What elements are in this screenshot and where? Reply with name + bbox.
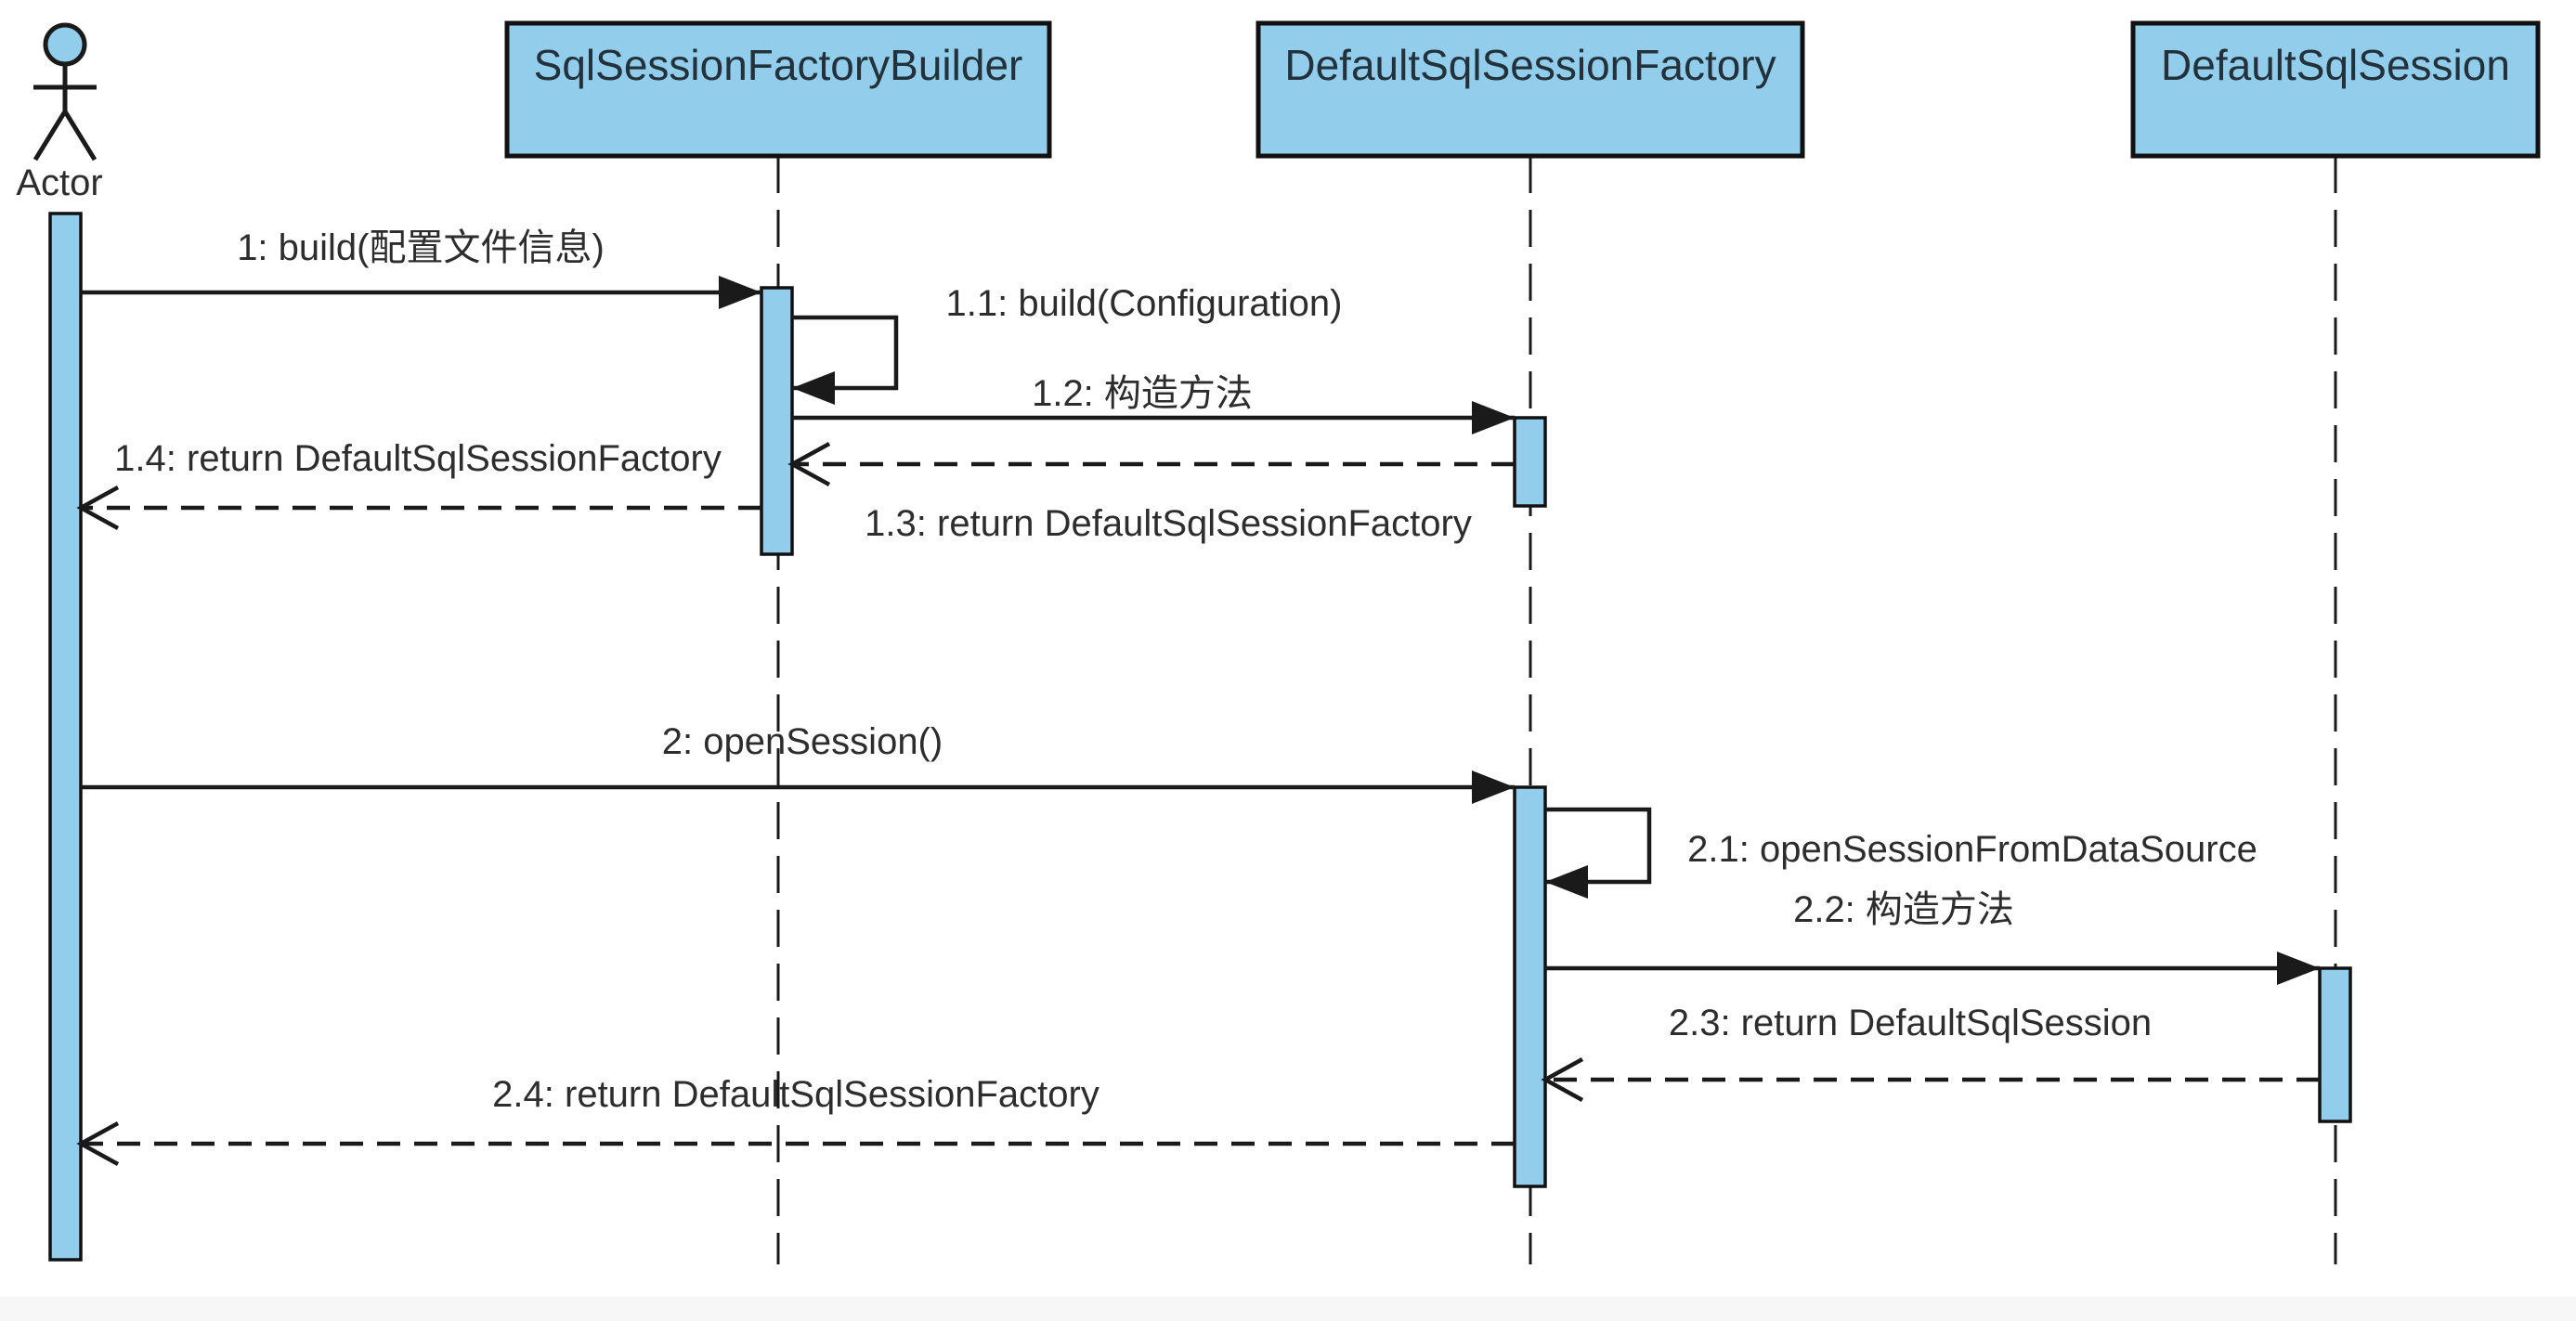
actor-right-leg-line (62, 110, 98, 162)
message-2-1-label: 2.1: openSessionFromDataSource (1687, 829, 2257, 870)
message-2-4-label: 2.4: return DefaultSqlSessionFactory (492, 1074, 1099, 1115)
message-2-2: 2.2: 构造方法 (1545, 889, 2320, 985)
message-2-3-label: 2.3: return DefaultSqlSession (1669, 1003, 2152, 1043)
participant-box-sqlsessionfactorybuilder: SqlSessionFactoryBuilder (504, 20, 1052, 159)
participant-rect (504, 20, 1052, 159)
participant-label-actor: Actor (16, 162, 102, 203)
message-2-3: 2.3: return DefaultSqlSession (1541, 1003, 2320, 1102)
message-2-2-label: 2.2: 构造方法 (1793, 889, 2014, 930)
participant-rect (2130, 20, 2541, 159)
activation-bar-factory-main (1513, 785, 1547, 1188)
message-2-1-loop-arrow (1545, 807, 1652, 899)
message-1-1: 1.1: build(Configuration) (792, 283, 1343, 405)
message-1-4-label: 1.4: return DefaultSqlSessionFactory (114, 438, 722, 479)
message-1-3-label: 1.3: return DefaultSqlSessionFactory (865, 503, 1472, 544)
activation-bar-actor (48, 212, 83, 1262)
participant-label-sqlsessionfactorybuilder: SqlSessionFactoryBuilder (534, 41, 1023, 89)
participant-box-defaultsqlsession: DefaultSqlSession (2130, 20, 2541, 159)
message-2-1: 2.1: openSessionFromDataSource (1545, 807, 2257, 899)
message-2-label: 2: openSession() (662, 721, 943, 762)
activation-bar-builder (760, 286, 794, 556)
actor-head-icon (43, 22, 87, 67)
footer-strip (0, 1297, 2576, 1321)
message-1-2: 1.2: 构造方法 (792, 373, 1515, 434)
actor-left-leg-line (33, 110, 68, 162)
message-1-1-loop-arrow (792, 315, 899, 405)
message-1-3: 1.3: return DefaultSqlSessionFactory (787, 442, 1515, 544)
activation-bar-session (2318, 966, 2352, 1123)
message-1-4: 1.4: return DefaultSqlSessionFactory (76, 438, 761, 530)
message-1-label: 1: build(配置文件信息) (237, 227, 605, 268)
participant-label-defaultsqlsession: DefaultSqlSession (2161, 41, 2510, 89)
message-1: 1: build(配置文件信息) (81, 227, 761, 309)
participant-label-defaultsqlsessionfactory: DefaultSqlSessionFactory (1284, 41, 1776, 89)
message-2: 2: openSession() (81, 721, 1515, 804)
message-1-2-label: 1.2: 构造方法 (1032, 373, 1253, 414)
participant-rect (1255, 20, 1805, 159)
activation-bar-factory-construct (1513, 416, 1547, 508)
message-1-1-label: 1.1: build(Configuration) (946, 283, 1343, 324)
message-2-4: 2.4: return DefaultSqlSessionFactory (76, 1074, 1515, 1166)
actor-figure: Actor (16, 22, 103, 203)
participant-box-defaultsqlsessionfactory: DefaultSqlSessionFactory (1255, 20, 1805, 159)
